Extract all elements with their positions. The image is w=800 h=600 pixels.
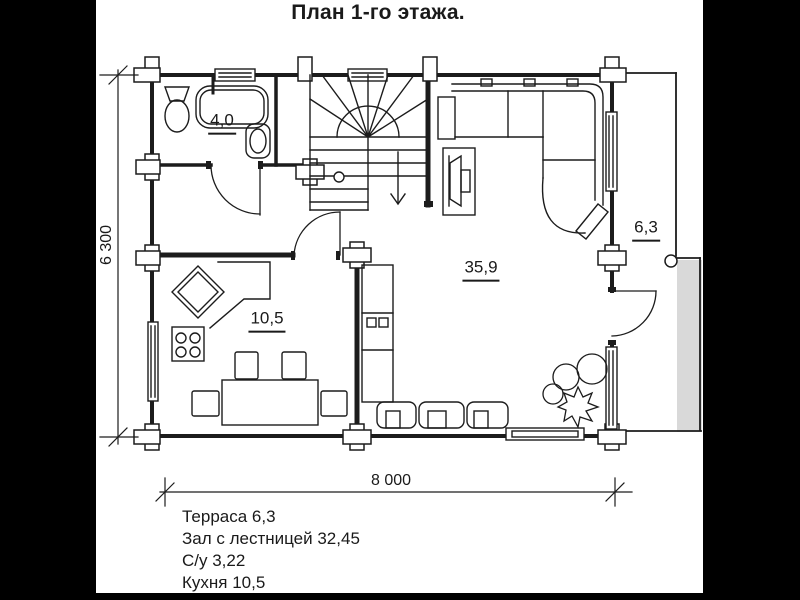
dining-table [221, 379, 319, 426]
sink [245, 123, 271, 159]
legend-item-wc: С/у 3,22 [182, 551, 246, 570]
bathtub [195, 85, 269, 129]
stove [171, 326, 205, 362]
living-furniture [361, 78, 609, 429]
plant [542, 353, 608, 429]
corner-cabinet [171, 265, 225, 319]
terrace-outline [611, 72, 702, 432]
kitchen-furniture [171, 261, 348, 426]
door-bathroom [210, 164, 261, 216]
dimension-height-label: 6 300 [98, 224, 115, 266]
chairs [191, 351, 348, 417]
door-kitchen-hall [293, 211, 341, 256]
dimension-height-line [99, 65, 139, 447]
window-top-1 [214, 68, 256, 82]
letterbox-bottom [0, 593, 800, 600]
legend: Терраса 6,3 Зал с лестницей 32,45 С/у 3,… [182, 506, 360, 594]
letterbox-right [703, 0, 800, 600]
corner-sofa [437, 78, 609, 240]
kitchen-counter [209, 261, 271, 329]
log-joints [133, 56, 627, 451]
tall-cabinet [361, 264, 394, 403]
legend-item-hall: Зал с лестницей 32,45 [182, 529, 360, 548]
terrace-shadow [677, 260, 702, 432]
terrace-post [664, 254, 678, 268]
letterbox-left [0, 0, 96, 600]
staircase [309, 74, 429, 211]
toilet [164, 86, 190, 133]
room-label-kitchen: 10,5 [248, 309, 286, 333]
door-terrace [611, 290, 657, 337]
stair-down-arrow [390, 151, 406, 206]
dimension-width-label: 8 000 [370, 472, 412, 489]
dimension-width-line [155, 477, 633, 507]
window-left [147, 321, 159, 402]
sideboard-row [376, 401, 509, 429]
dimension-lines [99, 65, 633, 507]
window-right-upper [605, 111, 618, 192]
bathroom-fixtures [164, 85, 271, 159]
window-bottom [505, 427, 585, 441]
door-jambs [206, 161, 616, 345]
window-right-lower [605, 346, 618, 430]
room-label-terrace: 6,3 [632, 218, 660, 242]
page-title: План 1-го этажа. [291, 1, 465, 24]
room-label-bathroom: 4,0 [208, 111, 236, 135]
room-label-hall: 35,9 [462, 258, 500, 282]
tv-stand [442, 147, 476, 216]
doors [210, 164, 657, 337]
legend-item-terrace: Терраса 6,3 [182, 507, 276, 526]
legend-item-kitchen: Кухня 10,5 [182, 573, 266, 592]
